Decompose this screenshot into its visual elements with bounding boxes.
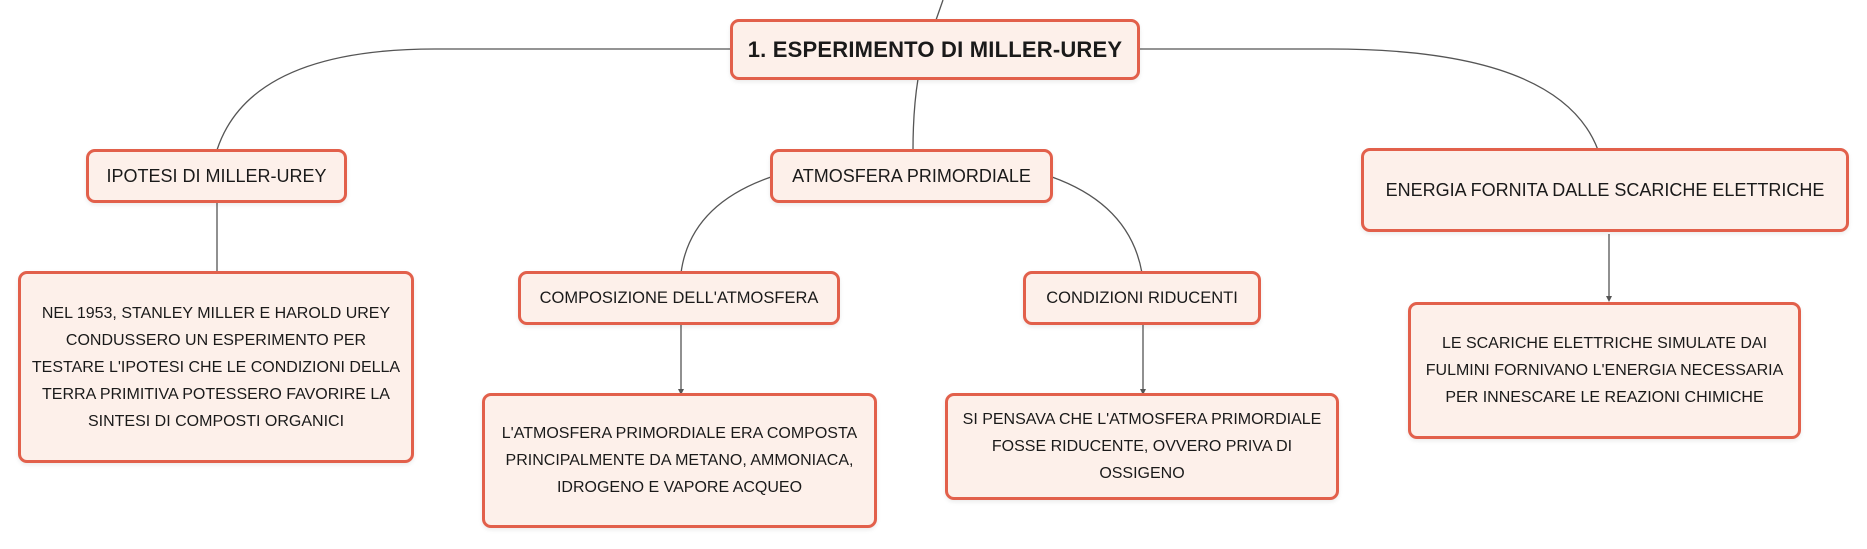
- conditions-text: SI PENSAVA CHE L'ATMOSFERA PRIMORDIALE F…: [962, 411, 1322, 482]
- composition-title: COMPOSIZIONE DELL'ATMOSFERA: [539, 288, 819, 307]
- hypothesis-text-node[interactable]: NEL 1953, STANLEY MILLER E HAROLD UREY C…: [18, 271, 414, 463]
- conditions-node[interactable]: CONDIZIONI RIDUCENTI: [1023, 271, 1261, 325]
- arrow-energy-text: [1606, 296, 1612, 302]
- connector-root-energy: [1138, 48, 1599, 151]
- conditions-title: CONDIZIONI RIDUCENTI: [1046, 288, 1238, 307]
- composition-node[interactable]: COMPOSIZIONE DELL'ATMOSFERA: [518, 271, 840, 325]
- connector-atmosphere-composition: [680, 176, 772, 274]
- energy-title: ENERGIA FORNITA DALLE SCARICHE ELETTRICH…: [1385, 179, 1825, 200]
- connector-top-stub: [935, 0, 944, 21]
- composition-text-node[interactable]: L'ATMOSFERA PRIMORDIALE ERA COMPOSTA PRI…: [482, 393, 877, 528]
- root-node[interactable]: 1. ESPERIMENTO DI MILLER-UREY: [730, 19, 1140, 80]
- energy-node[interactable]: ENERGIA FORNITA DALLE SCARICHE ELETTRICH…: [1361, 148, 1849, 232]
- composition-text: L'ATMOSFERA PRIMORDIALE ERA COMPOSTA PRI…: [501, 425, 858, 496]
- arrow-composition-text: [678, 389, 684, 395]
- root-title: 1. ESPERIMENTO DI MILLER-UREY: [747, 36, 1123, 62]
- hypothesis-title: IPOTESI DI MILLER-UREY: [106, 165, 327, 186]
- atmosphere-node[interactable]: ATMOSFERA PRIMORDIALE: [770, 149, 1053, 203]
- atmosphere-title: ATMOSFERA PRIMORDIALE: [792, 165, 1031, 186]
- connector-root-hypothesis: [216, 48, 732, 151]
- connector-root-atmosphere: [912, 78, 919, 151]
- energy-text-node[interactable]: LE SCARICHE ELETTRICHE SIMULATE DAI FULM…: [1408, 302, 1801, 439]
- hypothesis-node[interactable]: IPOTESI DI MILLER-UREY: [86, 149, 347, 203]
- connector-atmosphere-conditions: [1051, 176, 1143, 274]
- energy-text: LE SCARICHE ELETTRICHE SIMULATE DAI FULM…: [1425, 335, 1784, 406]
- arrow-conditions-text: [1140, 389, 1146, 395]
- conditions-text-node[interactable]: SI PENSAVA CHE L'ATMOSFERA PRIMORDIALE F…: [945, 393, 1339, 500]
- hypothesis-text: NEL 1953, STANLEY MILLER E HAROLD UREY C…: [31, 304, 401, 430]
